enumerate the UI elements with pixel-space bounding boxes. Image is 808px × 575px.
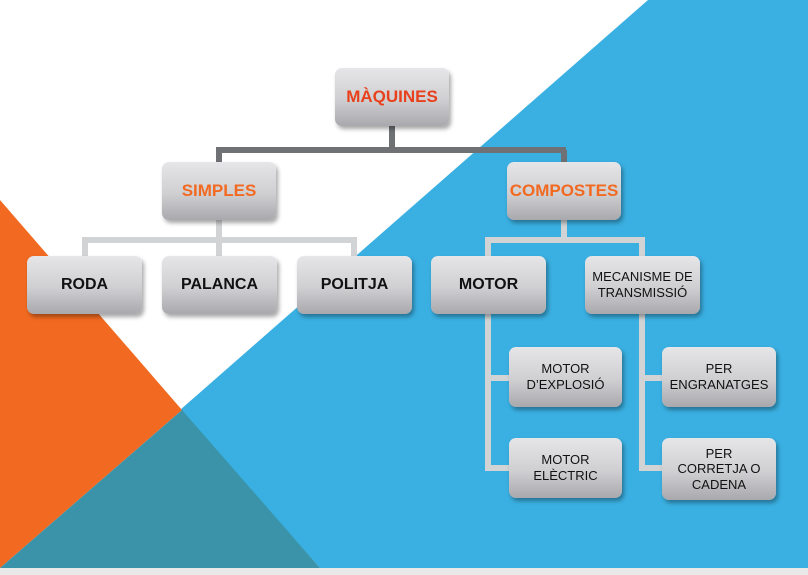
node-mecanisme-transmissio: MECANISME DE TRANSMISSIÓ: [585, 256, 700, 314]
node-maquines: MÀQUINES: [335, 68, 449, 126]
node-compostes: COMPOSTES: [507, 162, 621, 220]
connectors: [82, 126, 664, 471]
node-roda: RODA: [27, 256, 142, 314]
node-simples: SIMPLES: [162, 162, 276, 220]
node-palanca: PALANCA: [162, 256, 277, 314]
node-motor: MOTOR: [431, 256, 546, 314]
dark-teal-triangle: [0, 410, 320, 568]
node-motor-explosio: MOTOR D’EXPLOSIÓ: [509, 347, 622, 407]
node-per-corretja-cadena: PER CORRETJA O CADENA: [662, 438, 776, 500]
node-politja: POLITJA: [297, 256, 412, 314]
node-per-engranatges: PER ENGRANATGES: [662, 347, 776, 407]
bottom-strip: [0, 568, 808, 575]
node-motor-electric: MOTOR ELÈCTRIC: [509, 438, 622, 498]
